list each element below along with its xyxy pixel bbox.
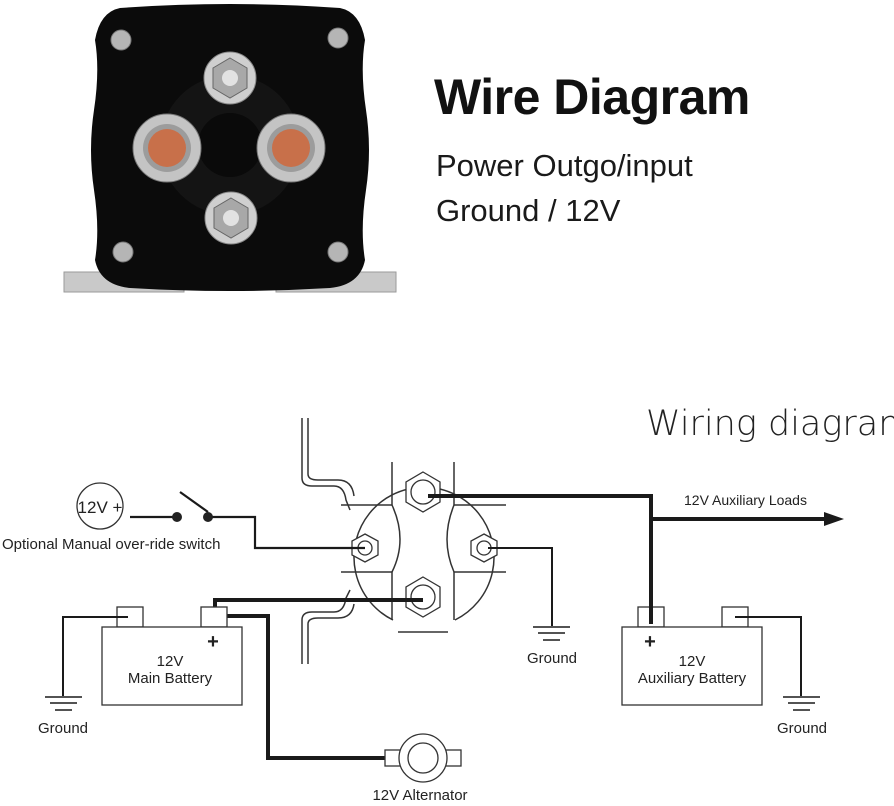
ground-label-center: Ground — [527, 650, 577, 667]
subtitle-ground: Ground / 12V — [436, 193, 621, 228]
ground-symbol-center — [533, 626, 570, 641]
small-terminal-bottom — [204, 191, 258, 245]
terminal-right — [470, 533, 498, 563]
large-terminal-left — [132, 113, 202, 183]
main-battery-plus-icon: + — [207, 631, 219, 653]
wire-aux-battery-ground — [735, 616, 802, 696]
alternator-label: 12V Alternator — [372, 787, 467, 804]
large-terminal-right — [256, 113, 326, 183]
terminal-top — [405, 471, 441, 513]
aux-loads-label: 12V Auxiliary Loads — [684, 492, 807, 508]
arrow-right-icon — [824, 512, 844, 526]
aux-battery-voltage: 12V — [679, 653, 706, 670]
switch-lever — [179, 491, 209, 513]
main-battery-pos-terminal — [200, 606, 228, 628]
main-battery-voltage: 12V — [157, 653, 184, 670]
wiring-diagram: 12V + Optional Manual over-ride switch 1… — [2, 418, 844, 804]
aux-battery-plus-icon: + — [644, 631, 656, 653]
wire-main-battery-ground — [62, 616, 128, 696]
subtitle-power: Power Outgo/input — [436, 148, 693, 183]
screw-icon — [110, 29, 132, 51]
main-battery-name: Main Battery — [128, 670, 213, 687]
source-12v-icon — [76, 482, 124, 530]
wire-alternator — [218, 614, 388, 760]
solenoid-bracket-top — [301, 418, 351, 511]
ground-symbol-left — [45, 696, 82, 711]
switch-wire — [130, 515, 365, 550]
page-title: Wire Diagram — [434, 69, 750, 125]
screw-icon — [327, 241, 349, 263]
source-12v-label: 12V + — [78, 498, 123, 517]
switch-contact-icon — [203, 512, 213, 522]
wiring-diagram-title: Wiring diagram — [646, 404, 894, 444]
solenoid-photo — [63, 4, 397, 293]
switch-contact-icon — [172, 512, 182, 522]
main-battery — [101, 626, 243, 706]
ground-label-left: Ground — [38, 720, 88, 737]
aux-battery — [621, 626, 763, 706]
solenoid-bracket-bottom — [301, 589, 351, 664]
ground-label-right: Ground — [777, 720, 827, 737]
switch-label: Optional Manual over-ride switch — [2, 536, 220, 553]
ground-symbol-right — [783, 696, 820, 711]
small-terminal-top — [203, 51, 257, 105]
terminal-bottom — [405, 576, 441, 618]
wire-aux-bus — [428, 494, 653, 612]
aux-battery-name: Auxiliary Battery — [638, 670, 747, 687]
alternator-icon — [384, 733, 462, 783]
screw-icon — [327, 27, 349, 49]
wire-solenoid-ground — [488, 547, 553, 626]
screw-icon — [112, 241, 134, 263]
